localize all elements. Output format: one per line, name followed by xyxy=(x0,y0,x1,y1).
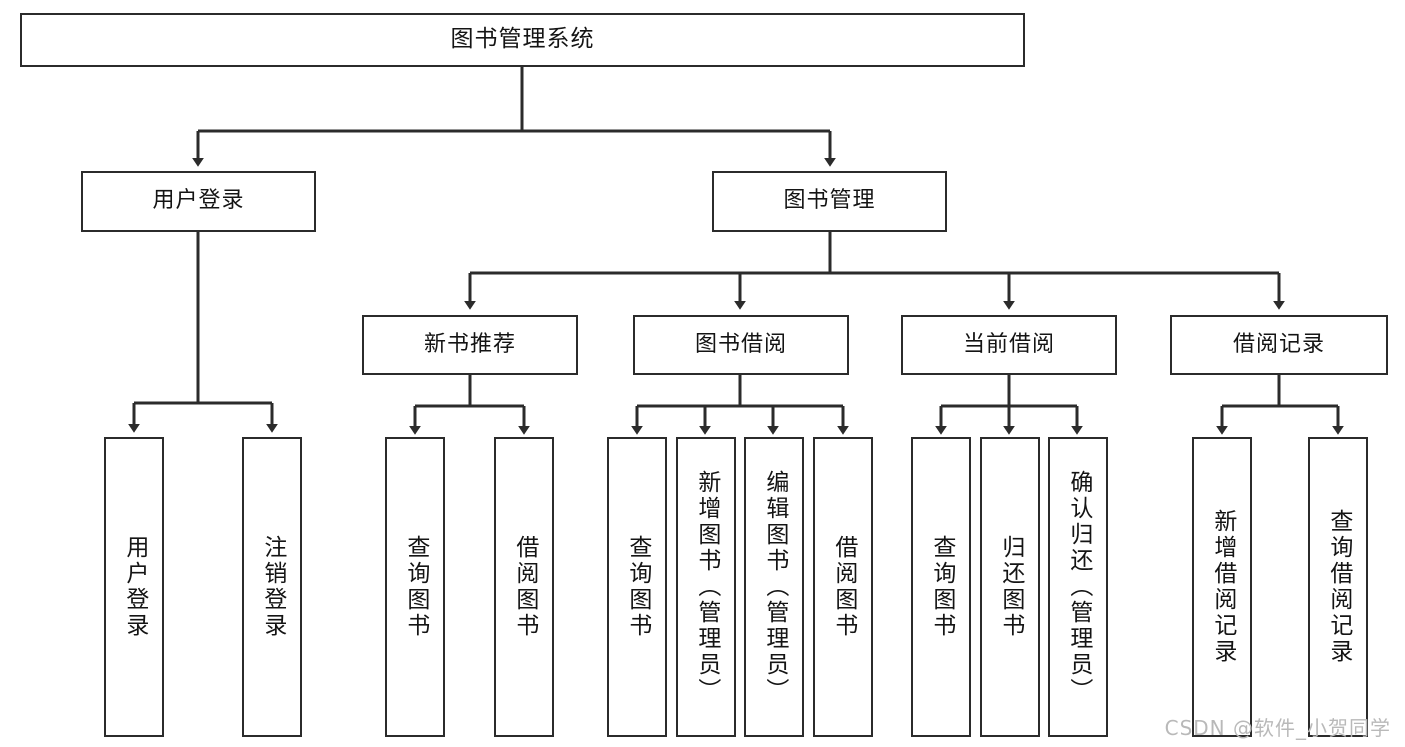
leaf-label: 确认归还（管理员） xyxy=(1065,470,1092,704)
leaf-label: 注销登录 xyxy=(259,535,286,639)
leaf-label: 查询图书 xyxy=(928,535,955,639)
leaf-user-login-logout[interactable]: 注销登录 xyxy=(242,437,302,737)
leaf-record-query-record[interactable]: 查询借阅记录 xyxy=(1308,437,1368,737)
node-borrow-record[interactable]: 借阅记录 xyxy=(1170,315,1388,375)
leaf-label: 编辑图书（管理员） xyxy=(761,470,788,704)
leaf-current-confirm-return-admin[interactable]: 确认归还（管理员） xyxy=(1048,437,1108,737)
leaf-record-add-record[interactable]: 新增借阅记录 xyxy=(1192,437,1252,737)
leaf-borrow-query-book[interactable]: 查询图书 xyxy=(607,437,667,737)
leaf-label: 用户登录 xyxy=(121,535,148,639)
node-book-borrow[interactable]: 图书借阅 xyxy=(633,315,849,375)
leaf-label: 借阅图书 xyxy=(830,535,857,639)
leaf-current-return-book[interactable]: 归还图书 xyxy=(980,437,1040,737)
leaf-label: 归还图书 xyxy=(997,535,1024,639)
leaf-borrow-edit-book-admin[interactable]: 编辑图书（管理员） xyxy=(744,437,804,737)
leaf-label: 新增借阅记录 xyxy=(1209,509,1236,665)
leaf-label: 借阅图书 xyxy=(511,535,538,639)
leaf-label: 查询图书 xyxy=(402,535,429,639)
leaf-borrow-borrow-book[interactable]: 借阅图书 xyxy=(813,437,873,737)
leaf-recommend-borrow-book[interactable]: 借阅图书 xyxy=(494,437,554,737)
leaf-recommend-query-book[interactable]: 查询图书 xyxy=(385,437,445,737)
node-current-borrow[interactable]: 当前借阅 xyxy=(901,315,1117,375)
leaf-current-query-book[interactable]: 查询图书 xyxy=(911,437,971,737)
leaf-user-login-login[interactable]: 用户登录 xyxy=(104,437,164,737)
node-root-system[interactable]: 图书管理系统 xyxy=(20,13,1025,67)
node-book-management[interactable]: 图书管理 xyxy=(712,171,947,232)
node-user-login[interactable]: 用户登录 xyxy=(81,171,316,232)
leaf-label: 查询图书 xyxy=(624,535,651,639)
leaf-label: 查询借阅记录 xyxy=(1325,509,1352,665)
leaf-label: 新增图书（管理员） xyxy=(693,470,720,704)
node-new-book-recommend[interactable]: 新书推荐 xyxy=(362,315,578,375)
csdn-watermark: CSDN @软件_小贺同学 xyxy=(1164,716,1391,740)
leaf-borrow-add-book-admin[interactable]: 新增图书（管理员） xyxy=(676,437,736,737)
